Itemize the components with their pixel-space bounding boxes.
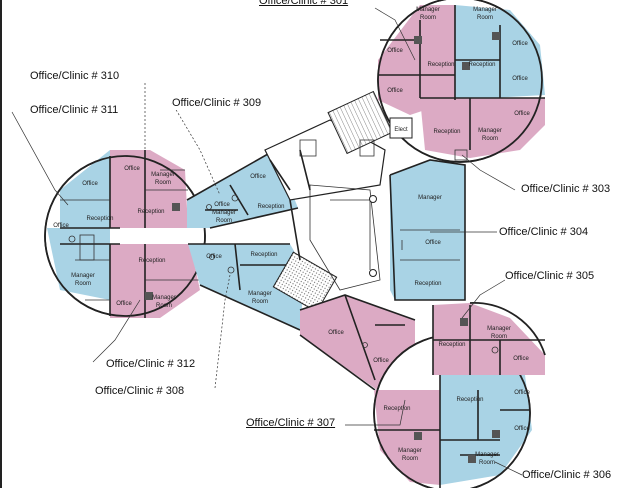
room-label: Office	[387, 88, 403, 94]
room-label: Room	[402, 456, 418, 462]
callout-306: Office/Clinic # 306	[522, 469, 612, 482]
room-label: Room	[252, 299, 268, 305]
suite-306-area	[440, 375, 532, 485]
room-label: Reception	[257, 204, 284, 210]
room-label: Reception	[137, 209, 164, 215]
room-label: Office	[513, 356, 529, 362]
room-label: Manager	[151, 172, 175, 178]
central-core	[264, 90, 394, 313]
room-label: Reception	[438, 342, 465, 348]
room-label: Office	[124, 166, 140, 172]
room-label: Manager	[418, 195, 442, 201]
suite-310-area	[110, 150, 188, 228]
room-label: Reception	[427, 62, 454, 68]
room-label: Office	[250, 174, 266, 180]
room-label: Room	[482, 136, 498, 142]
room-label: Office	[82, 181, 98, 187]
callout-311: Office/Clinic # 311	[30, 104, 119, 117]
callout-310: Office/Clinic # 310	[30, 70, 120, 83]
room-label: Manager	[487, 326, 511, 332]
electrical-room	[389, 117, 413, 139]
room-label: Office	[116, 301, 132, 307]
room-label: Manager	[475, 452, 499, 458]
room-label: Room	[491, 334, 507, 340]
callout-308: Office/Clinic # 308	[95, 385, 185, 398]
room-label: Room	[477, 15, 493, 21]
suite-311-area	[60, 150, 110, 228]
room-label: Manager	[416, 7, 440, 13]
room-label: Office	[512, 41, 528, 47]
right-mid-circle-suites	[432, 302, 546, 375]
leader-lines	[11, 7, 523, 476]
stairwell-north	[327, 90, 394, 155]
room-label: Manager	[473, 7, 497, 13]
room-label: Office	[514, 390, 530, 396]
room-label: Reception	[433, 129, 460, 135]
room-label: Room	[216, 218, 232, 224]
room-label: Room	[156, 303, 172, 309]
room-label: Reception	[138, 258, 165, 264]
room-label: Manager	[248, 291, 272, 297]
wing-304	[389, 159, 466, 301]
room-label: Manager	[398, 448, 422, 454]
room-label: Reception	[250, 252, 277, 258]
room-label: Office	[328, 330, 344, 336]
callout-312: Office/Clinic # 312	[106, 358, 196, 371]
callout-307: Office/Clinic # 307	[246, 417, 336, 430]
callout-301: Office/Clinic # 301	[259, 0, 349, 8]
room-label: Office	[514, 111, 530, 117]
room-label: Room	[420, 15, 436, 21]
room-label: Office	[53, 223, 69, 229]
suite-307-area	[374, 390, 440, 485]
room-label: Reception	[456, 397, 483, 403]
room-label: Manager	[152, 295, 176, 301]
room-label: Manager	[478, 128, 502, 134]
room-label: Office	[425, 240, 441, 246]
left-circle-suites	[44, 150, 206, 318]
room-label: Office	[373, 358, 389, 364]
room-label: Reception	[86, 216, 113, 222]
stairwell-south	[272, 251, 338, 313]
room-label: Office	[512, 76, 528, 82]
callout-303: Office/Clinic # 303	[521, 183, 611, 196]
room-label: Manager	[71, 273, 95, 279]
room-label: Room	[75, 281, 91, 287]
bottom-right-circle-suites	[373, 334, 532, 488]
room-label: Reception	[468, 62, 495, 68]
room-label: Room	[155, 180, 171, 186]
room-label: Office	[206, 254, 222, 260]
room-label: Manager	[212, 210, 236, 216]
wing-307	[299, 294, 416, 392]
callout-304: Office/Clinic # 304	[499, 226, 589, 239]
wing-308	[188, 243, 305, 331]
suite-312-area	[110, 244, 200, 318]
room-label: Office	[514, 426, 530, 432]
suite-311-lower-area	[47, 228, 110, 300]
room-label: Room	[479, 460, 495, 466]
room-label: Office	[214, 202, 230, 208]
room-label: Elect	[394, 127, 408, 133]
room-label: Office	[387, 48, 403, 54]
callout-309: Office/Clinic # 309	[172, 97, 262, 110]
suite-301-area	[378, 5, 455, 115]
wing-309	[186, 149, 299, 229]
room-label: Reception	[414, 281, 441, 287]
top-right-circle-suites	[377, 0, 545, 163]
room-label: Reception	[383, 406, 410, 412]
callout-305: Office/Clinic # 305	[505, 270, 595, 283]
room-labels: Office Reception Office Manager Room Man…	[53, 7, 530, 466]
